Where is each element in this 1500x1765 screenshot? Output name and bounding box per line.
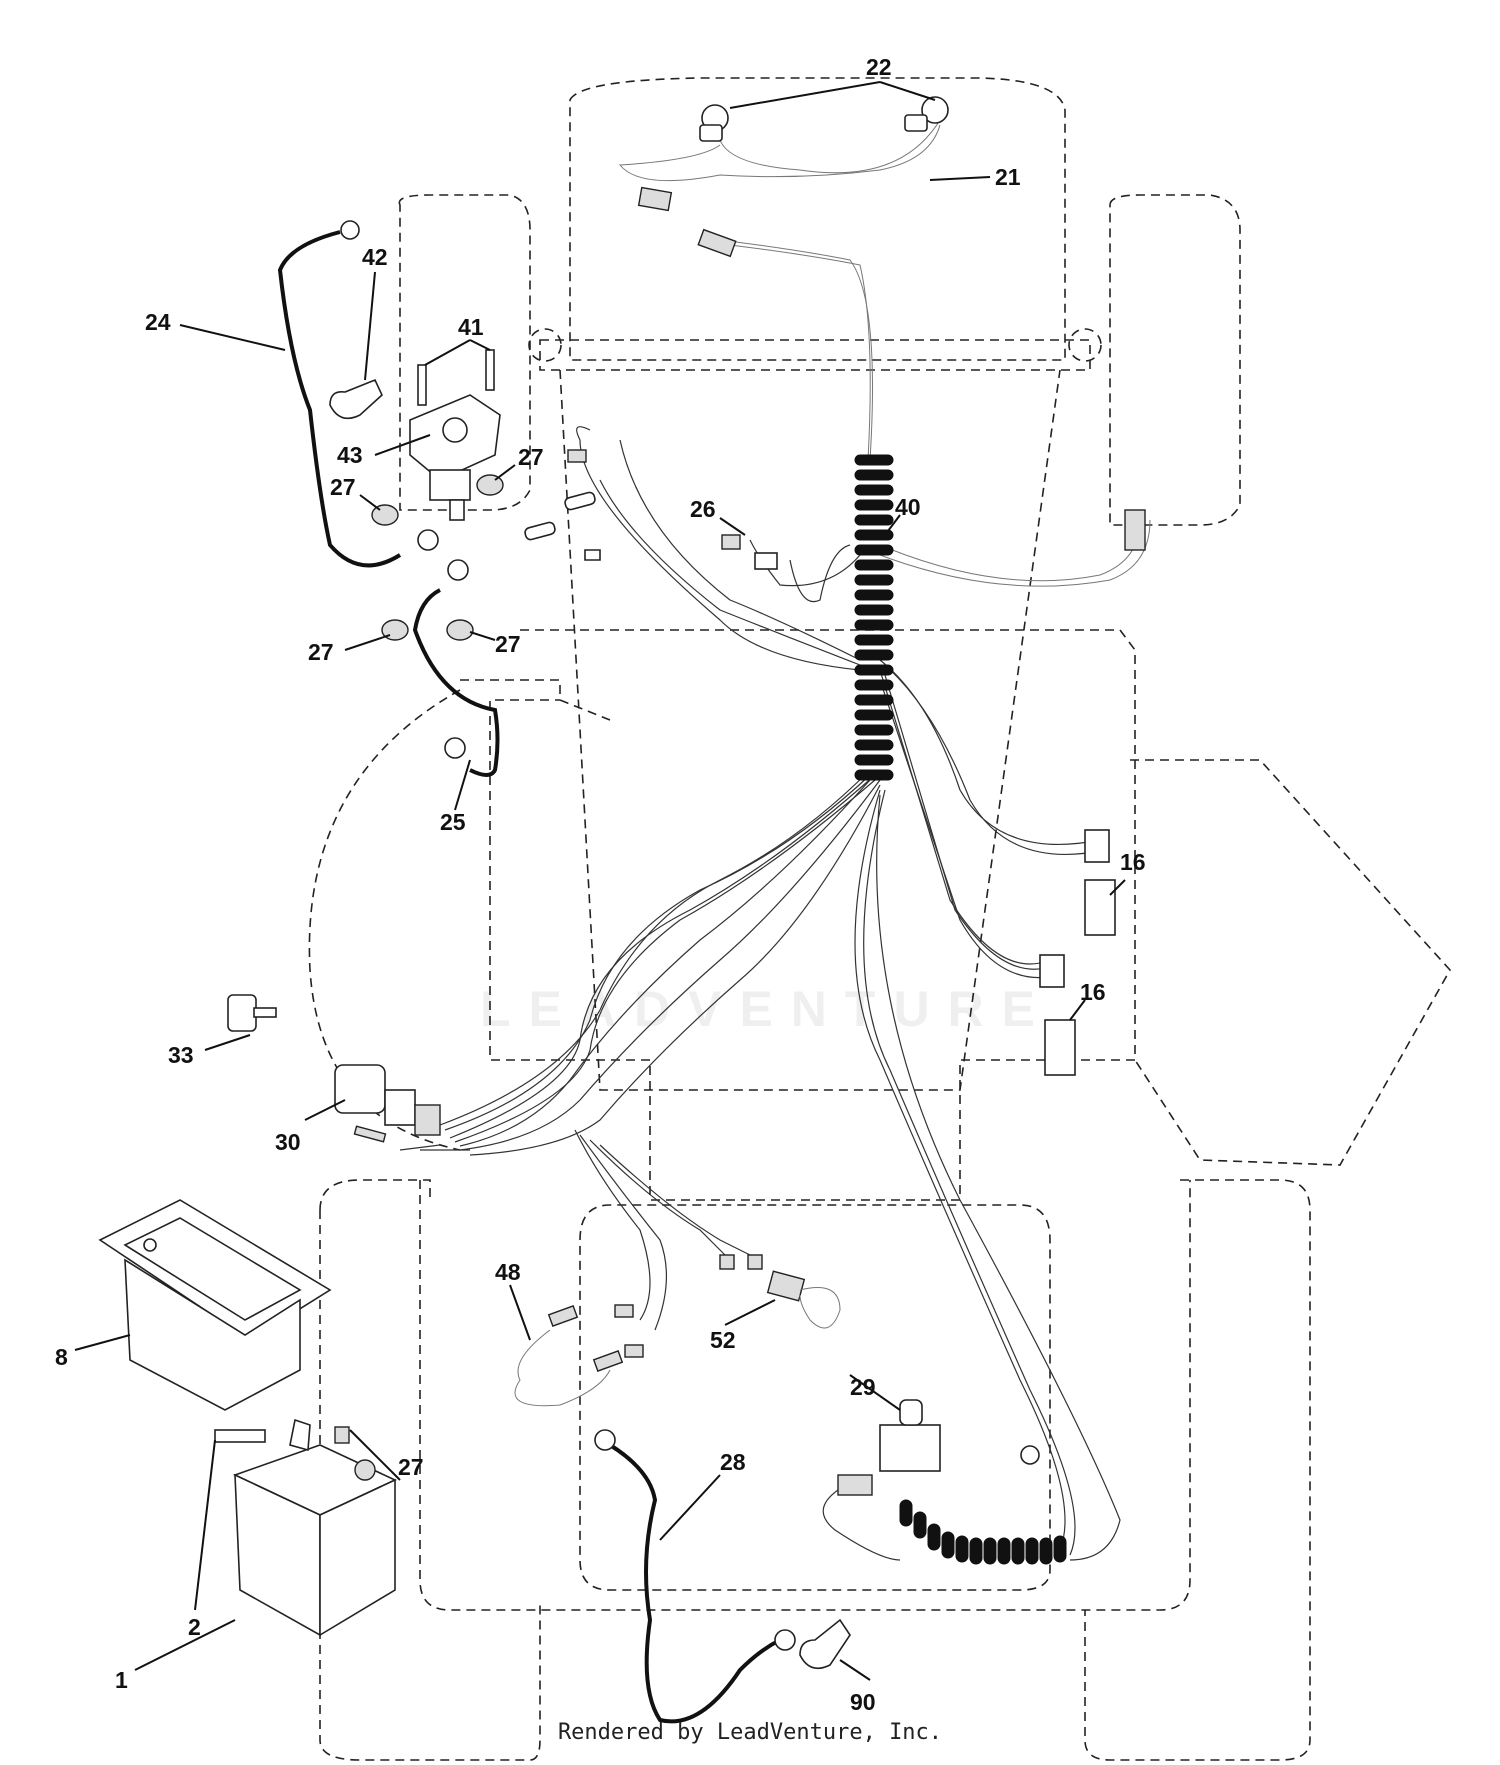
- connector-52-small-a: [719, 1254, 735, 1270]
- callout-21: 21: [995, 164, 1021, 190]
- connector-26-b: [754, 552, 778, 570]
- connector-26-a: [721, 534, 741, 550]
- callout-16-lower: 16: [1080, 979, 1106, 1005]
- connector-16-lower: [1044, 1019, 1076, 1076]
- callout-42: 42: [362, 244, 388, 270]
- harness-plug: [697, 228, 737, 258]
- terminal-boot-90: [799, 1618, 851, 1670]
- headlight-bulb-left: [699, 104, 729, 142]
- callout-40: 40: [895, 494, 921, 520]
- ignition-switch: [334, 1064, 441, 1143]
- callout-27-solenoid-left: 27: [330, 474, 356, 500]
- callout-16-upper: 16: [1120, 849, 1146, 875]
- callout-labels: 22 21 24 42 41 43 27 27 27 27 26 40 25 1…: [55, 54, 1146, 1715]
- fuse-holder: [564, 491, 596, 511]
- callout-26: 26: [690, 496, 716, 522]
- callout-25: 25: [440, 809, 466, 835]
- watermark: LEADVENTURE: [480, 981, 1054, 1037]
- connector-52: [766, 1270, 806, 1302]
- battery-cables: [277, 230, 781, 1724]
- callout-24: 24: [145, 309, 171, 335]
- chassis-outline: [308, 77, 1451, 1761]
- connector-16-lower-plug: [1039, 954, 1065, 988]
- callout-29: 29: [850, 1374, 876, 1400]
- battery-bolt: [214, 1429, 266, 1443]
- connector-52-small-b: [747, 1254, 763, 1270]
- callout-41: 41: [458, 314, 484, 340]
- leader-lines: [74, 81, 1126, 1681]
- callout-1: 1: [115, 1667, 128, 1693]
- battery-clamp: [289, 1418, 311, 1452]
- ring-terminal-24: [340, 220, 360, 240]
- connector-16-upper-plug: [1084, 829, 1110, 863]
- callout-43: 43: [337, 442, 363, 468]
- connector-48-a: [547, 1305, 579, 1327]
- ring-terminal-ground: [1020, 1445, 1040, 1465]
- ignition-key: [227, 994, 277, 1032]
- ring-terminal-solenoid-b: [447, 559, 469, 581]
- seat-switch-connector: [1124, 509, 1146, 551]
- callout-22: 22: [866, 54, 892, 80]
- callout-8: 8: [55, 1344, 68, 1370]
- starter-solenoid: [409, 394, 501, 521]
- ring-terminal-solenoid-a: [417, 529, 439, 551]
- battery: [232, 1444, 397, 1637]
- light-harness-connector: [637, 186, 673, 212]
- ring-terminal-25: [444, 737, 466, 759]
- terminal-boot: [329, 378, 383, 420]
- connector-48-d: [624, 1344, 644, 1358]
- connector-48-b: [614, 1304, 634, 1318]
- wire-clip-1: [567, 449, 587, 463]
- connector-48-c: [592, 1350, 624, 1372]
- callout-33: 33: [168, 1042, 194, 1068]
- bolt-right: [485, 349, 495, 391]
- callout-90: 90: [850, 1689, 876, 1715]
- callout-27-battery: 27: [398, 1454, 424, 1480]
- nut-4: [446, 619, 474, 641]
- footer-credit: Rendered by LeadVenture, Inc.: [557, 1720, 943, 1745]
- inline-fuse: [524, 521, 556, 541]
- ring-terminal-28-top: [594, 1429, 616, 1451]
- callout-52: 52: [710, 1327, 736, 1353]
- callout-27-lower-left: 27: [308, 639, 334, 665]
- ring-terminal-28-bottom: [774, 1629, 796, 1651]
- bolt-left: [417, 364, 427, 406]
- callout-28: 28: [720, 1449, 746, 1475]
- battery-nut: [334, 1426, 350, 1444]
- spade-terminal: [584, 549, 601, 561]
- callout-48: 48: [495, 1259, 521, 1285]
- interlock-switch: [822, 1399, 941, 1561]
- connector-16-upper: [1084, 879, 1116, 936]
- harness-conduit: [854, 454, 1067, 1565]
- callout-27-lower-right: 27: [495, 631, 521, 657]
- headlight-bulb-right: [904, 96, 949, 132]
- callout-2: 2: [188, 1614, 201, 1640]
- main-harness-wires: [399, 119, 1151, 1561]
- callout-30: 30: [275, 1129, 301, 1155]
- callout-27-solenoid-right: 27: [518, 444, 544, 470]
- battery-tray: [98, 1199, 332, 1411]
